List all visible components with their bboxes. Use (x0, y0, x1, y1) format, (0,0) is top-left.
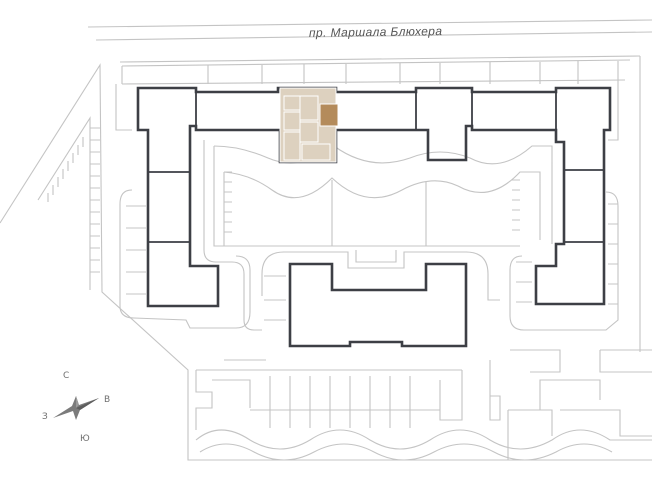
building-perimeter[interactable] (136, 86, 612, 308)
compass-south: Ю (80, 434, 90, 444)
building-south[interactable] (288, 262, 468, 348)
apartment-cell[interactable] (299, 95, 319, 121)
residential-complex (136, 86, 612, 348)
apartment-cell[interactable] (299, 121, 319, 143)
selected-section[interactable] (279, 87, 339, 163)
street-label: пр. Маршала Блюхера (309, 24, 443, 40)
compass-west: З (42, 412, 48, 422)
compass-rose: С В Ю З (42, 371, 110, 444)
site-lines (37, 59, 652, 461)
apartment-cell[interactable] (283, 111, 301, 131)
apartment-cell[interactable] (301, 143, 331, 161)
apartment-cell[interactable] (283, 131, 301, 161)
apartment-cell[interactable] (283, 95, 301, 111)
compass-east: В (104, 395, 110, 405)
street: пр. Маршала Блюхера (87, 19, 652, 41)
selected-apartment[interactable] (319, 103, 339, 127)
site-boundary (0, 55, 652, 461)
section-dividers (148, 92, 604, 243)
compass-north: С (63, 371, 69, 381)
